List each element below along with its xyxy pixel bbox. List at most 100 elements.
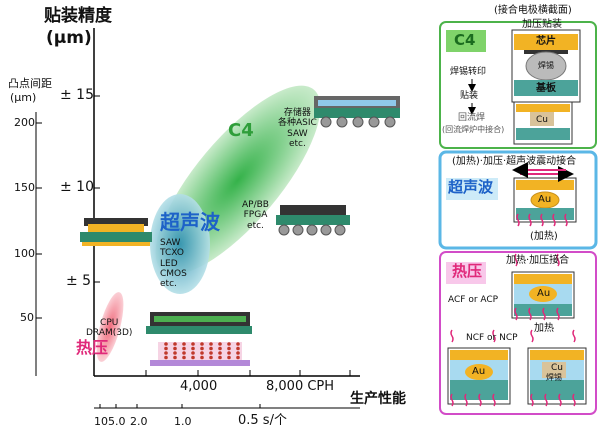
bump-dot (200, 346, 204, 351)
bump-dot (218, 342, 222, 346)
c4-solder-label: 焊锡 (538, 61, 554, 70)
ultrasonic-package-illustration (80, 218, 152, 246)
bump-dot (209, 355, 213, 360)
bump-dot (191, 355, 195, 360)
c4-step3-note: (回流焊炉中接合) (442, 125, 505, 134)
bump-dot (173, 346, 177, 351)
bump-dot (227, 355, 231, 360)
ultrasonic-region (150, 194, 210, 294)
c4-panel-title: C4 (454, 31, 476, 49)
pitch-tick-label: 200 (14, 116, 35, 129)
ultrasonic-panel-title: 超声波 (448, 178, 494, 196)
pitch-tick-label: 50 (20, 311, 34, 324)
bump-dot (236, 355, 240, 360)
heat-wave-mark (572, 393, 576, 407)
y-tick-label: ± 10 (60, 179, 94, 195)
c4-region-label: C4 (228, 120, 254, 141)
pitch-tick-label: 150 (14, 181, 35, 194)
bump-dot (191, 346, 195, 351)
thermo-cu-label: Cu (551, 363, 563, 373)
bump-dot (191, 351, 195, 355)
heat-wave-marks (450, 213, 576, 407)
c4-apps2-label: AP/BB FPGA etc. (242, 200, 269, 231)
y-axis-title-line2: (μm) (46, 28, 92, 48)
heat-wave-mark (558, 393, 562, 407)
ultrasonic-apps-label: SAW TCXO LED CMOS etc. (160, 238, 187, 290)
bump-dot (182, 346, 186, 351)
heat-wave-mark (542, 307, 546, 321)
thermo-ncf-label: NCF or NCP (466, 333, 518, 343)
bump-dot (236, 342, 240, 346)
c4-substrate-label: 基板 (536, 83, 556, 94)
heat-wave-mark (492, 393, 496, 407)
ultrasonic-cross-section (512, 162, 577, 223)
pitch-axis-title-line1: 凸点间距 (8, 77, 52, 90)
c4-cu-cross-section (513, 101, 573, 145)
bump-dot (173, 355, 177, 360)
bump-dot (173, 351, 177, 355)
thermo-au-label: Au (537, 288, 551, 299)
thermo-bump-array (164, 342, 240, 360)
heat-wave-mark (528, 213, 532, 227)
heat-wave-mark (464, 393, 468, 407)
apbb-package-illustration (276, 205, 350, 236)
c4-cross-section (511, 29, 581, 103)
x-tick-label: 4,000 (180, 379, 218, 394)
thermo-package-illustration (146, 312, 252, 366)
heat-wave-mark (556, 307, 560, 321)
thermo-solder-label: 焊锡 (546, 373, 562, 382)
bump-dot (218, 355, 222, 360)
thermo-region-label: 热压 (76, 338, 109, 357)
x-tick-label: 8,000 CPH (266, 379, 335, 394)
bump-dot (164, 351, 168, 355)
thermo-ncf-cu-cross-section (527, 347, 587, 405)
heat-wave-mark (530, 329, 534, 343)
bump-dot (227, 342, 231, 346)
thermo-region (96, 292, 124, 362)
thermo-au2-label: Au (472, 366, 486, 377)
bump-dot (173, 342, 177, 346)
thermo-acf-label: ACF or ACP (448, 295, 499, 305)
bump-dot (227, 351, 231, 355)
bump-dot (200, 355, 204, 360)
bump-dot (209, 342, 213, 346)
heat-wave-mark (514, 253, 518, 267)
heat-wave-mark (478, 393, 482, 407)
thermo-panel-title: 热压 (452, 262, 483, 280)
y-tick-label: ± 5 (66, 273, 92, 289)
heat-wave-mark (544, 393, 548, 407)
c4-package-illustration (314, 96, 400, 128)
bump-dot (182, 355, 186, 360)
y-axis-title-line1: 贴装精度 (44, 6, 112, 26)
heat-wave-mark (552, 213, 556, 227)
heat-wave-mark (450, 393, 454, 407)
ultrasonic-panel-caption: (加热)·加压·超声波震动接合 (452, 156, 577, 167)
thermo-title-badge (446, 262, 486, 284)
ultrasonic-heat-label: (加热) (530, 231, 558, 242)
ultrasonic-au-label: Au (538, 194, 552, 205)
heat-wave-mark (540, 213, 544, 227)
bump-dot (200, 351, 204, 355)
bump-dot (236, 351, 240, 355)
bump-dot (218, 351, 222, 355)
pitch-axis-title-line2: (μm) (10, 91, 37, 104)
bump-dot (182, 342, 186, 346)
heat-wave-mark (572, 329, 576, 343)
bottom-tick-label: 5.0 (108, 415, 126, 428)
ultrasonic-title-badge (446, 178, 498, 200)
heat-wave-mark (564, 213, 568, 227)
bump-dot (218, 346, 222, 351)
bump-dot (164, 346, 168, 351)
heat-wave-mark (516, 213, 520, 227)
bottom-tick-label: 1.0 (174, 415, 192, 428)
pitch-tick-label: 100 (14, 247, 35, 260)
heat-wave-mark (530, 393, 534, 407)
bump-dot (209, 346, 213, 351)
heat-wave-mark (556, 253, 560, 267)
bump-dot (191, 342, 195, 346)
thermo-apps-label: CPU DRAM(3D) (86, 318, 133, 339)
bottom-tick-label: 0.5 s/个 (238, 413, 287, 428)
c4-panel-caption: 加压贴装 (522, 19, 562, 30)
c4-step2-label: 贴装 (460, 91, 479, 101)
